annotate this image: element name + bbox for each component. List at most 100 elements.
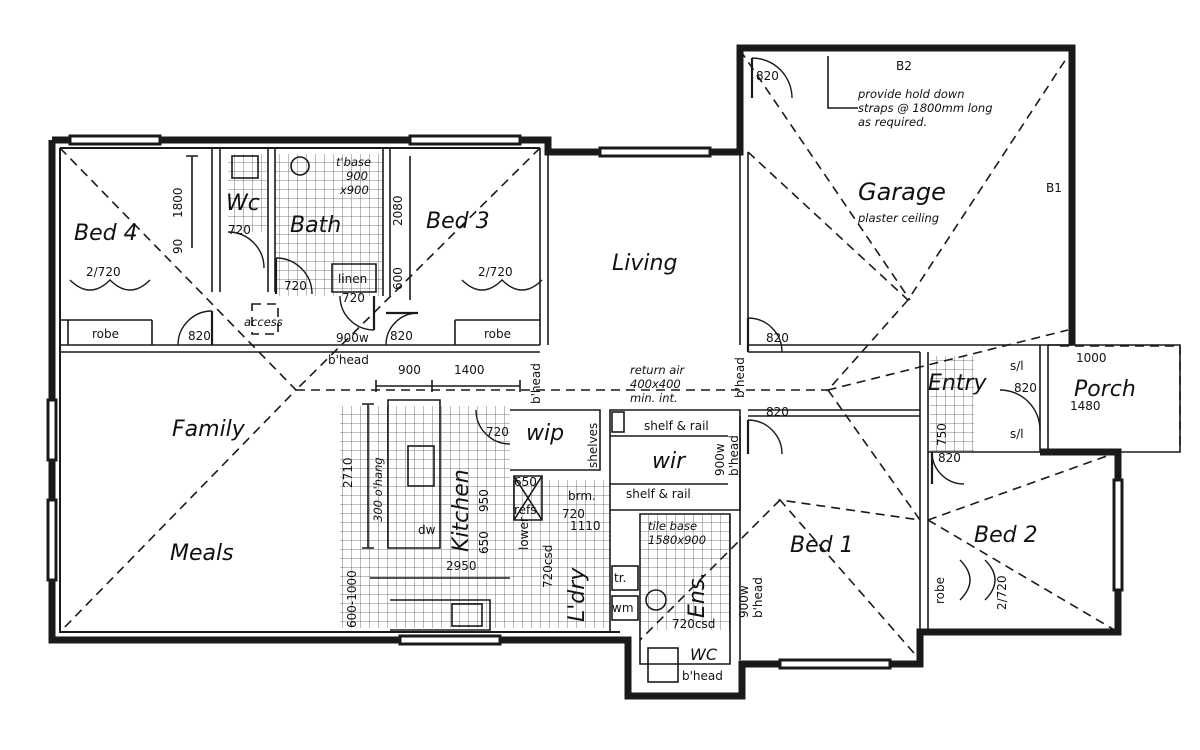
dim-length: 2950	[446, 559, 477, 573]
dim-length: 600	[391, 267, 405, 290]
bath-tiles	[275, 154, 383, 296]
fixtures	[231, 56, 858, 683]
dim-length: 900	[398, 363, 421, 377]
label-tbase-dim: 900	[346, 169, 368, 183]
label-washing-machine: wm	[612, 601, 634, 615]
room-bed3: Bed 3	[426, 209, 490, 234]
label-tbase-dim: x900	[339, 183, 369, 197]
label-dishwasher: dw	[418, 523, 436, 537]
robe-door	[461, 279, 543, 291]
basin-icon	[645, 589, 667, 611]
label-sliding-door: s/l	[1010, 427, 1024, 441]
label-bulkhead-width: 900w	[336, 331, 369, 345]
window	[598, 146, 712, 158]
dim-length: 2080	[391, 195, 405, 226]
dim-length: 1400	[454, 363, 485, 377]
window	[46, 398, 58, 462]
room-family: Family	[172, 417, 246, 442]
room-bed2: Bed 2	[974, 523, 1038, 548]
fridge-icon	[513, 475, 543, 521]
label-bulkhead-width: 900w	[713, 443, 727, 476]
label-tile-base: tile base	[648, 519, 697, 533]
room-meals: Meals	[170, 541, 234, 566]
dim-door: 2/720	[478, 265, 513, 279]
dim-door: 820	[1014, 381, 1037, 395]
washing-machine-icon	[611, 595, 639, 621]
label-sliding-door: s/l	[1010, 359, 1024, 373]
dim-length: 650	[477, 531, 491, 554]
basin-icon	[290, 156, 310, 176]
dim-door: 720	[562, 507, 585, 521]
window	[46, 498, 58, 582]
dim-length: 650	[514, 475, 537, 489]
kitchen-tiles	[340, 406, 510, 628]
roof-access-hatch	[251, 303, 279, 335]
room-wc2: WC	[690, 645, 718, 664]
label-bulkhead: b'head	[727, 435, 741, 476]
window	[398, 634, 502, 646]
dim-length: 1000	[1076, 351, 1107, 365]
room-bed4: Bed 4	[74, 221, 138, 246]
dim-length: 1110	[570, 519, 601, 533]
label-access: access	[244, 315, 283, 329]
label-robe: robe	[933, 577, 947, 604]
return-air-grille	[611, 411, 625, 433]
dim-door: 720csd	[541, 545, 555, 588]
label-hold-down: provide hold down	[857, 87, 965, 101]
room-garage: Garage	[858, 178, 946, 206]
dim-length: 1800	[171, 187, 185, 218]
label-lower: lower	[517, 517, 531, 550]
dim-door: 720	[228, 223, 251, 237]
label-shelves: shelves	[586, 423, 600, 468]
dim-door: 820	[756, 69, 779, 83]
dim-door: 720csd	[672, 617, 715, 631]
tub-icon	[611, 565, 639, 591]
doors	[69, 57, 1041, 601]
dim-door: 820	[938, 451, 961, 465]
window	[1112, 478, 1124, 592]
label-bulkhead: b'head	[529, 363, 543, 404]
label-hold-down: straps @ 1800mm long	[858, 101, 993, 115]
room-wir: wir	[652, 449, 687, 474]
label-bulkhead: b'head	[328, 353, 369, 367]
room-living: Living	[612, 251, 677, 276]
toilet-icon	[647, 647, 679, 683]
dim-length: 750	[935, 423, 949, 446]
roof-lines	[59, 49, 1181, 661]
label-return-air-min: min. int.	[630, 391, 678, 405]
laundry-tiles	[510, 480, 610, 628]
room-wip: wip	[526, 421, 564, 446]
label-shelf-rail: shelf & rail	[644, 419, 709, 433]
window	[68, 134, 162, 146]
label-robe: robe	[92, 327, 119, 341]
dim-door: 820	[390, 329, 413, 343]
dim-door: 720	[284, 279, 307, 293]
room-laundry: L'dry	[565, 567, 590, 622]
room-kitchen: Kitchen	[449, 469, 474, 552]
fixture-labels: robe robe robe linen access shelves shel…	[92, 59, 1062, 683]
dim-length: 90	[171, 239, 185, 254]
dim-length: 2710	[341, 457, 355, 488]
dim-door: 820	[188, 329, 211, 343]
label-return-air: return air	[630, 363, 686, 377]
label-broom: brm.	[568, 489, 596, 503]
robe-door	[69, 279, 151, 291]
label-linen: linen	[338, 272, 367, 286]
label-bulkhead: b'head	[751, 577, 765, 618]
room-bed1: Bed 1	[790, 533, 854, 558]
dim-door: 720	[486, 425, 509, 439]
label-return-air-size: 400x400	[630, 377, 681, 391]
interior-walls	[60, 148, 1181, 665]
dim-door: 820	[766, 405, 789, 419]
label-shelf-rail: shelf & rail	[626, 487, 691, 501]
label-beam-b2: B2	[896, 59, 912, 73]
window	[778, 658, 892, 670]
room-bath: Bath	[290, 213, 341, 238]
label-hold-down: as required.	[858, 115, 927, 129]
dimension-labels: 820 820 820 820 820 820 820 720 720 720 …	[86, 69, 1107, 631]
window	[408, 134, 522, 146]
windows	[46, 134, 1124, 670]
room-entry: Entry	[928, 371, 988, 396]
room-labels: Bed 4 Wc Bath Bed 3 Living Garage plaste…	[74, 178, 1136, 664]
